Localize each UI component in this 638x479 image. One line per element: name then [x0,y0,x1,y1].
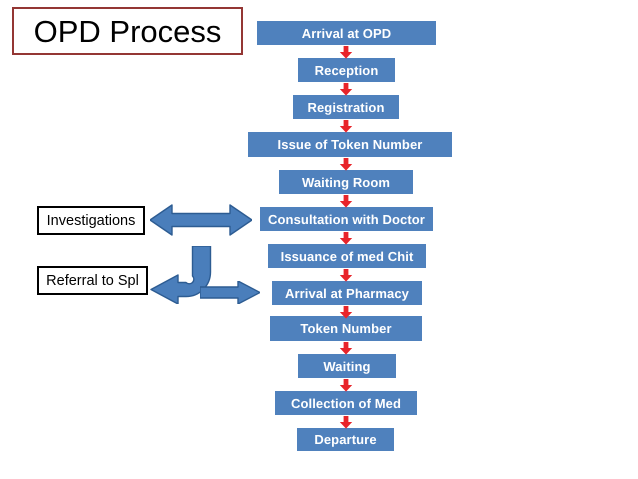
down-arrow-icon [339,120,353,133]
flow-node-reception[interactable]: Reception [298,58,395,82]
elbow-curved-left-arrow-icon [147,245,219,305]
flow-node-registration[interactable]: Registration [293,95,399,119]
flow-node-arrival-at-pharmacy[interactable]: Arrival at Pharmacy [272,281,422,305]
side-node-referral-to-spl[interactable]: Referral to Spl [37,266,148,295]
down-arrow-icon [339,416,353,429]
down-arrow-icon [339,269,353,282]
flow-node-waiting[interactable]: Waiting [298,354,396,378]
flow-node-consultation-with-doctor[interactable]: Consultation with Doctor [260,207,433,231]
flow-node-departure[interactable]: Departure [297,428,394,451]
down-arrow-icon [339,195,353,208]
down-arrow-icon [339,46,353,59]
down-arrow-icon [339,306,353,319]
flow-node-token-number[interactable]: Token Number [270,316,422,341]
flow-node-arrival-at-opd[interactable]: Arrival at OPD [257,21,436,45]
down-arrow-icon [339,342,353,355]
flow-node-collection-of-med[interactable]: Collection of Med [275,391,417,415]
double-headed-arrow-icon [149,203,253,237]
flow-node-issue-of-token-number[interactable]: Issue of Token Number [248,132,452,157]
right-arrow-icon [199,280,261,305]
page-title: OPD Process [33,13,222,49]
flow-node-issuance-of-med-chit[interactable]: Issuance of med Chit [268,244,426,268]
down-arrow-icon [339,158,353,171]
flow-node-waiting-room[interactable]: Waiting Room [279,170,413,194]
side-node-investigations[interactable]: Investigations [37,206,145,235]
down-arrow-icon [339,379,353,392]
page-title-box: OPD Process [12,7,243,55]
down-arrow-icon [339,232,353,245]
down-arrow-icon [339,83,353,96]
